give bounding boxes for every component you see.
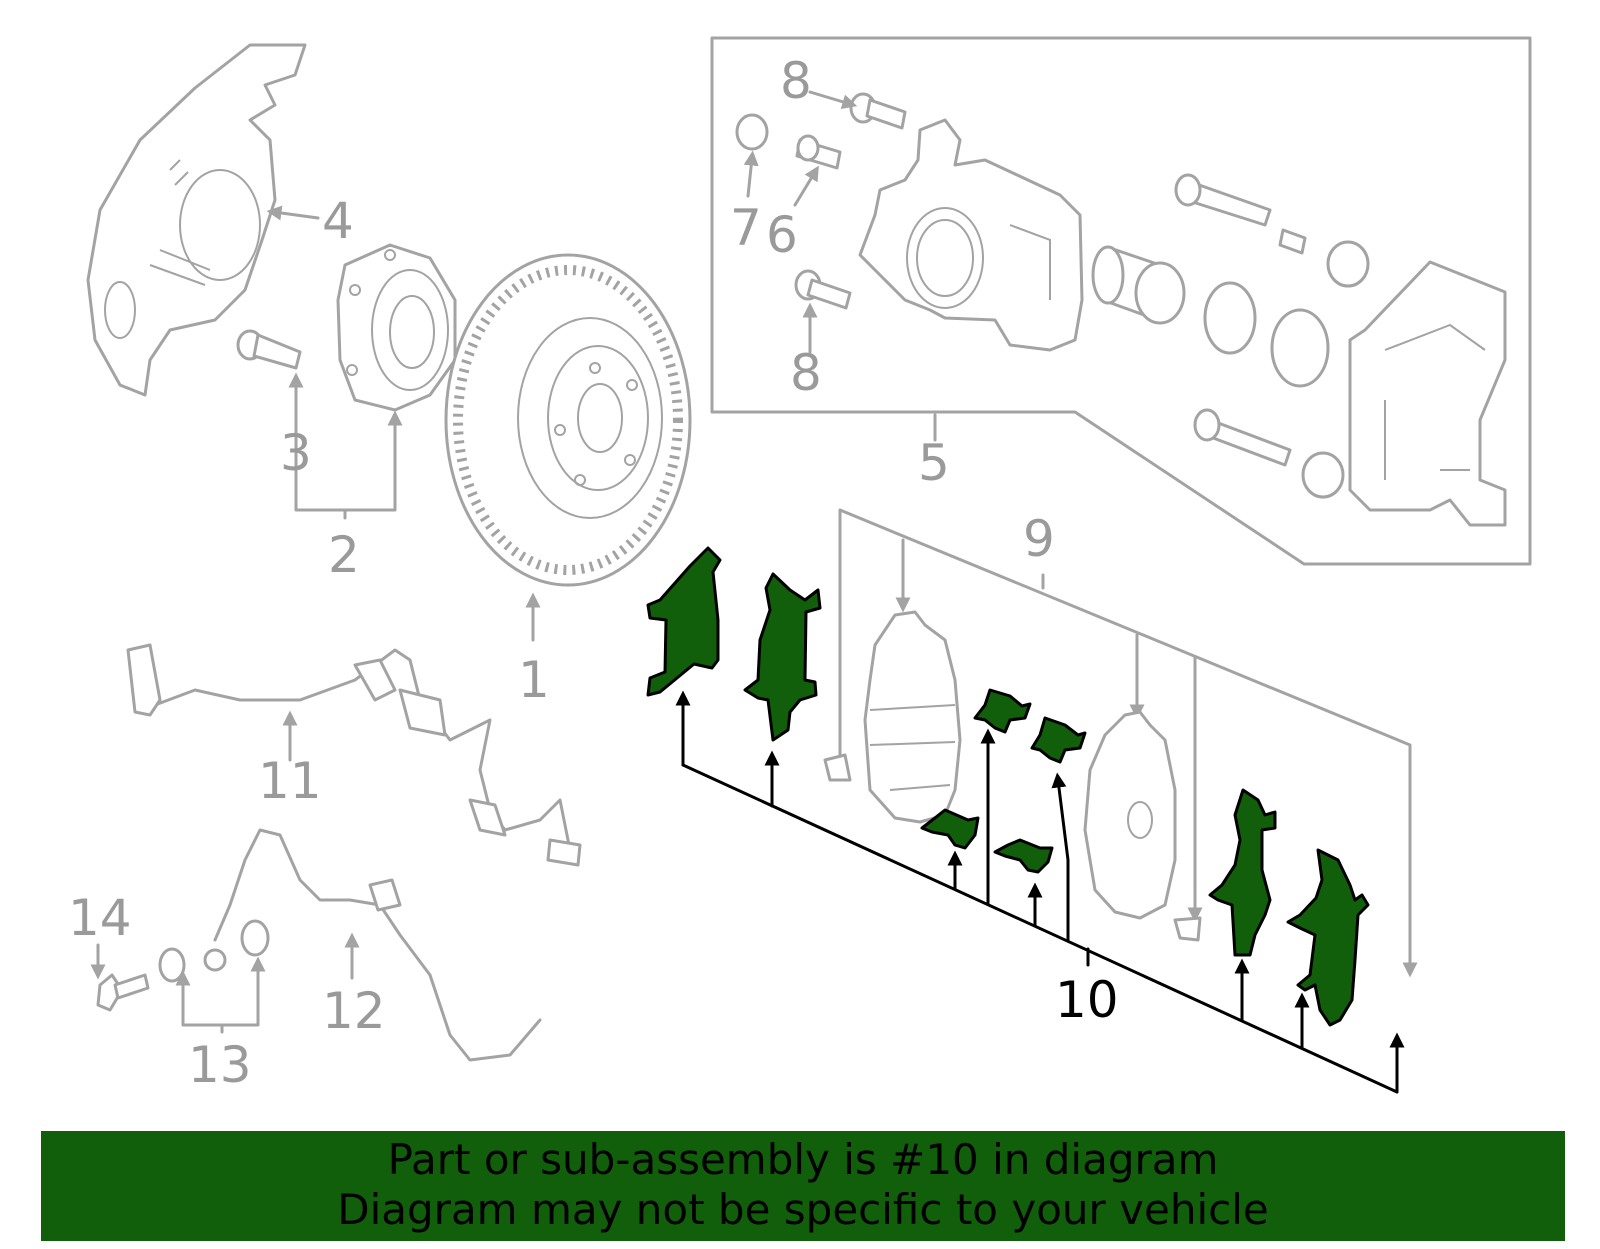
part-10-leaders xyxy=(675,690,1405,1094)
wear-indicator-clips xyxy=(823,753,1202,942)
callout-8-top: 8 xyxy=(780,52,812,110)
bleeder-6 xyxy=(795,134,842,170)
bolt-14 xyxy=(96,973,150,1012)
callout-2: 2 xyxy=(328,526,360,584)
grey-leaders xyxy=(90,90,1418,1034)
caliper-bracket xyxy=(1348,260,1507,527)
caliper-piston xyxy=(1091,245,1186,325)
bolt-8-bottom xyxy=(794,269,852,310)
callout-6: 6 xyxy=(766,206,798,264)
callout-10: 10 xyxy=(1055,971,1119,1029)
clip-lower-2 xyxy=(993,838,1054,874)
callout-9: 9 xyxy=(1023,510,1055,568)
callout-5: 5 xyxy=(918,434,950,492)
piston-seal xyxy=(1203,281,1257,355)
piston-boot xyxy=(1270,308,1330,388)
callout-7: 7 xyxy=(730,199,762,257)
callout-12: 12 xyxy=(322,982,386,1040)
clip-lower-1 xyxy=(920,808,980,850)
callout-11: 11 xyxy=(258,752,322,810)
abs-sensor-wire xyxy=(126,643,582,867)
brake-rotor xyxy=(444,253,692,587)
wheel-stud xyxy=(236,329,302,370)
callout-1: 1 xyxy=(518,651,550,709)
callout-13: 13 xyxy=(188,1036,252,1094)
caliper-assembly-box xyxy=(710,36,1532,566)
callout-4: 4 xyxy=(322,192,354,250)
brake-hose xyxy=(203,828,542,1062)
caliper-housing xyxy=(858,118,1084,352)
callout-3: 3 xyxy=(280,424,312,482)
hub-bearing xyxy=(336,243,457,412)
brake-pad-right xyxy=(1083,710,1177,920)
disclaimer-line-2: Diagram may not be specific to your vehi… xyxy=(337,1185,1269,1234)
clip-upper-1 xyxy=(973,688,1032,734)
guide-pin-lower xyxy=(1193,408,1345,499)
guide-pin-upper xyxy=(1174,173,1370,288)
clip-upper-2 xyxy=(1030,716,1087,764)
bolt-8-top xyxy=(849,92,907,130)
callout-8-bottom: 8 xyxy=(790,344,822,402)
disclaimer-banner: Part or sub-assembly is #10 in diagram D… xyxy=(41,1131,1565,1241)
shim-1 xyxy=(646,546,722,697)
cap-7 xyxy=(735,113,769,151)
brake-pad-left xyxy=(863,610,962,824)
shim-4 xyxy=(1286,848,1370,1027)
disclaimer-line-1: Part or sub-assembly is #10 in diagram xyxy=(387,1135,1219,1184)
shim-2 xyxy=(743,572,822,742)
callout-14: 14 xyxy=(68,889,132,947)
dust-shield xyxy=(86,43,307,397)
shim-3 xyxy=(1208,788,1277,957)
